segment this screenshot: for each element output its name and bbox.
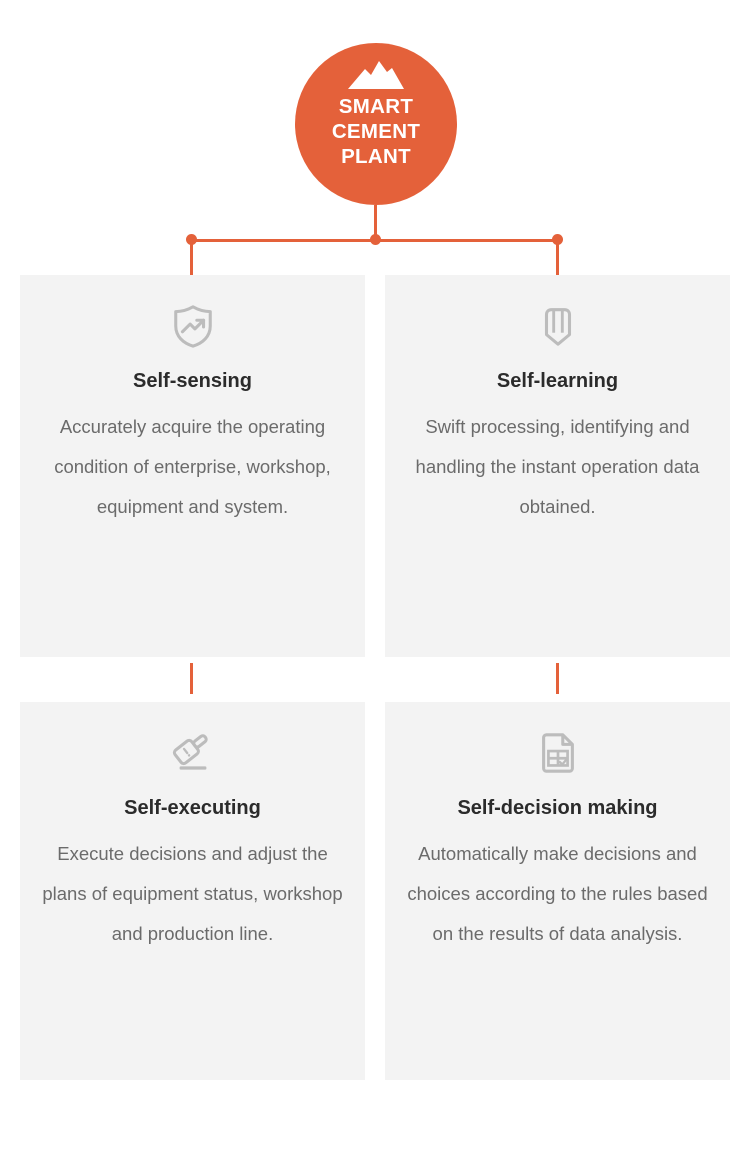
connector-dot-middle [370,234,381,245]
card-title: Self-decision making [457,797,658,819]
hub-title: SMART CEMENT PLANT [331,95,421,168]
document-table-check-icon [541,733,574,773]
card-title: Self-executing [124,797,261,819]
connector-hub-stem [374,205,377,236]
card-description: Automatically make decisions and choices… [407,843,708,944]
card-self-learning: Self-learning Swift processing, identify… [385,275,730,657]
connector-drop-self-executing [190,663,193,694]
connector-dot-left [186,234,197,245]
card-description: Swift processing, identifying and handli… [415,416,700,517]
connector-drop-self-learning [556,244,559,275]
card-self-executing: Self-executing Execute decisions and adj… [20,702,365,1080]
card-title: Self-sensing [133,370,252,392]
connector-drop-self-decision [556,663,559,694]
card-self-sensing: Self-sensing Accurately acquire the oper… [20,275,365,657]
pencil-book-icon [544,308,571,346]
card-self-decision-making: Self-decision making Automatically make … [385,702,730,1080]
card-title: Self-learning [496,370,619,392]
connector-drop-self-sensing [190,244,193,275]
mountain-cement-pile-icon [348,61,404,89]
card-description: Execute decisions and adjust the plans o… [42,843,343,944]
connector-dot-right [552,234,563,245]
gavel-icon [172,734,208,770]
hub-smart-cement-plant: SMART CEMENT PLANT [295,43,457,205]
shield-trending-up-icon [173,305,212,348]
card-description: Accurately acquire the operating conditi… [54,416,331,517]
